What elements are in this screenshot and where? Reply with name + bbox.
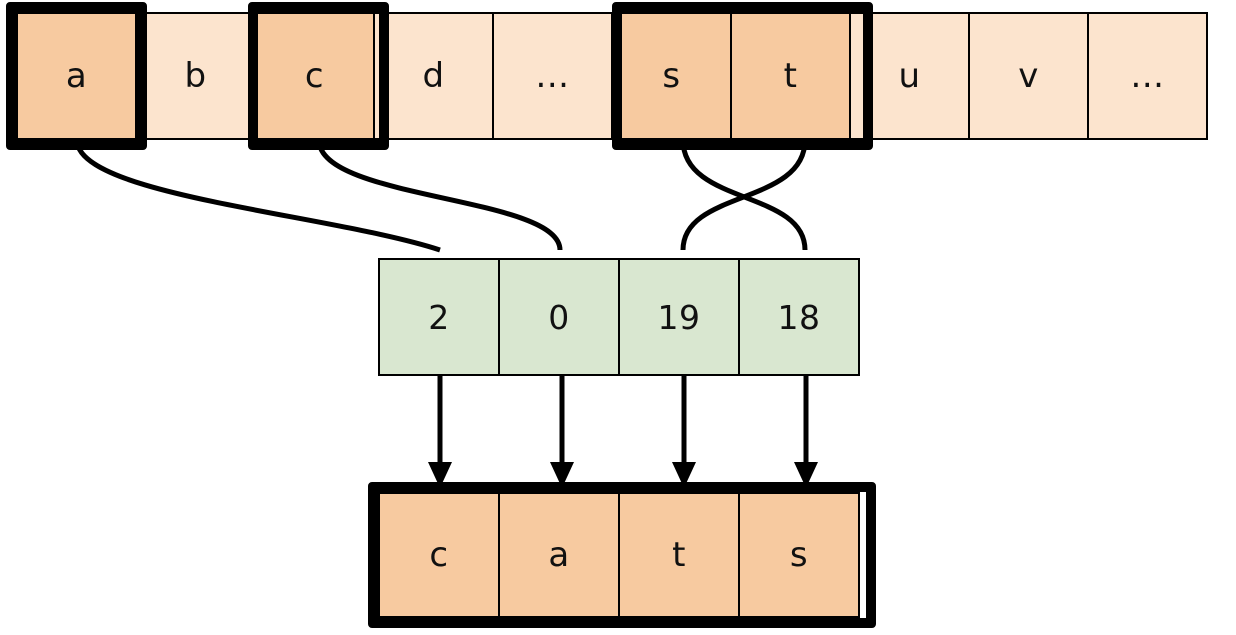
- output-cell-1[interactable]: a: [498, 492, 620, 618]
- alphabet-cell-t[interactable]: t: [730, 12, 851, 140]
- index-cell-label: 2: [428, 297, 450, 337]
- index-cell-0[interactable]: 2: [378, 258, 500, 376]
- alphabet-cell-b[interactable]: b: [135, 12, 256, 140]
- alphabet-cell-label: a: [65, 56, 88, 96]
- arrow-index-3-to-output-3: [794, 376, 818, 488]
- arrow-index-0-to-output-0: [428, 376, 452, 488]
- index-cell-label: 18: [777, 297, 821, 337]
- curve-c-to-index: [316, 139, 563, 251]
- output-cell-label: t: [672, 535, 686, 575]
- index-cell-label: 19: [657, 297, 701, 337]
- alphabet-cell-label: d: [422, 56, 445, 96]
- alphabet-cell-label: ...: [535, 56, 570, 96]
- output-cell-label: a: [548, 535, 570, 575]
- alphabet-cell-label: v: [1018, 56, 1039, 96]
- alphabet-cell-a[interactable]: a: [16, 12, 137, 140]
- output-cell-0[interactable]: c: [378, 492, 500, 618]
- alphabet-cell-u[interactable]: u: [849, 12, 970, 140]
- output-cell-label: c: [429, 535, 449, 575]
- alphabet-cell-s[interactable]: s: [611, 12, 732, 140]
- curve-s-to-index: [680, 139, 808, 251]
- alphabet-cell-label: u: [898, 56, 921, 96]
- output-row: c a t s: [378, 492, 860, 618]
- index-cell-label: 0: [548, 297, 570, 337]
- alphabet-cell-ellipsis-2[interactable]: ...: [1087, 12, 1208, 140]
- arrow-index-2-to-output-2: [672, 376, 696, 488]
- alphabet-cell-label: b: [184, 56, 207, 96]
- index-cell-3[interactable]: 18: [738, 258, 860, 376]
- curve-t-to-index: [680, 139, 808, 251]
- alphabet-cell-label: t: [783, 56, 798, 96]
- output-cell-2[interactable]: t: [618, 492, 740, 618]
- index-cell-2[interactable]: 19: [618, 258, 740, 376]
- output-cell-3[interactable]: s: [738, 492, 860, 618]
- index-row: 2 0 19 18: [378, 258, 860, 376]
- alphabet-cell-label: s: [662, 56, 681, 96]
- curve-a-to-index: [74, 139, 441, 253]
- alphabet-cell-c[interactable]: c: [254, 12, 375, 140]
- alphabet-cell-d[interactable]: d: [373, 12, 494, 140]
- alphabet-cell-label: c: [304, 56, 325, 96]
- arrow-index-1-to-output-1: [550, 376, 574, 488]
- output-cell-label: s: [789, 535, 809, 575]
- alphabet-row: a b c d ... s t u v ...: [16, 12, 1208, 140]
- index-cell-1[interactable]: 0: [498, 258, 620, 376]
- alphabet-cell-ellipsis-1[interactable]: ...: [492, 12, 613, 140]
- alphabet-cell-v[interactable]: v: [968, 12, 1089, 140]
- alphabet-cell-label: ...: [1130, 56, 1165, 96]
